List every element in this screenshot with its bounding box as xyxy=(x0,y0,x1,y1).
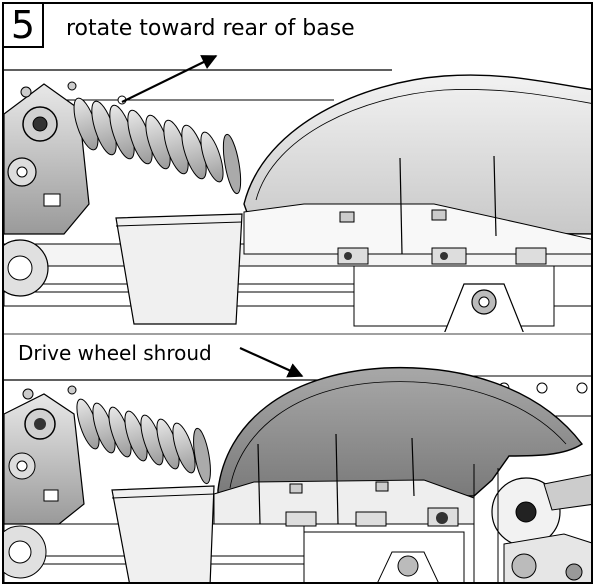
view-after xyxy=(4,366,591,582)
assembly-illustration xyxy=(4,69,591,582)
mount-block xyxy=(337,247,369,265)
drive-bracket xyxy=(115,213,243,325)
mount-block xyxy=(431,247,467,265)
slot xyxy=(43,193,61,207)
tension-spring xyxy=(73,97,242,195)
instruction-panel: 5 rotate toward rear of base Drive wheel… xyxy=(2,2,593,584)
shroud-label: Drive wheel shroud xyxy=(18,341,212,365)
step-number: 5 xyxy=(10,3,36,47)
step-number-box: 5 xyxy=(4,4,44,48)
drive-wheel-shroud xyxy=(217,366,584,497)
rotate-instruction: rotate toward rear of base xyxy=(66,16,355,41)
view-before xyxy=(4,69,591,332)
drive-wheel-shroud xyxy=(243,74,591,235)
mount-block xyxy=(515,247,547,265)
